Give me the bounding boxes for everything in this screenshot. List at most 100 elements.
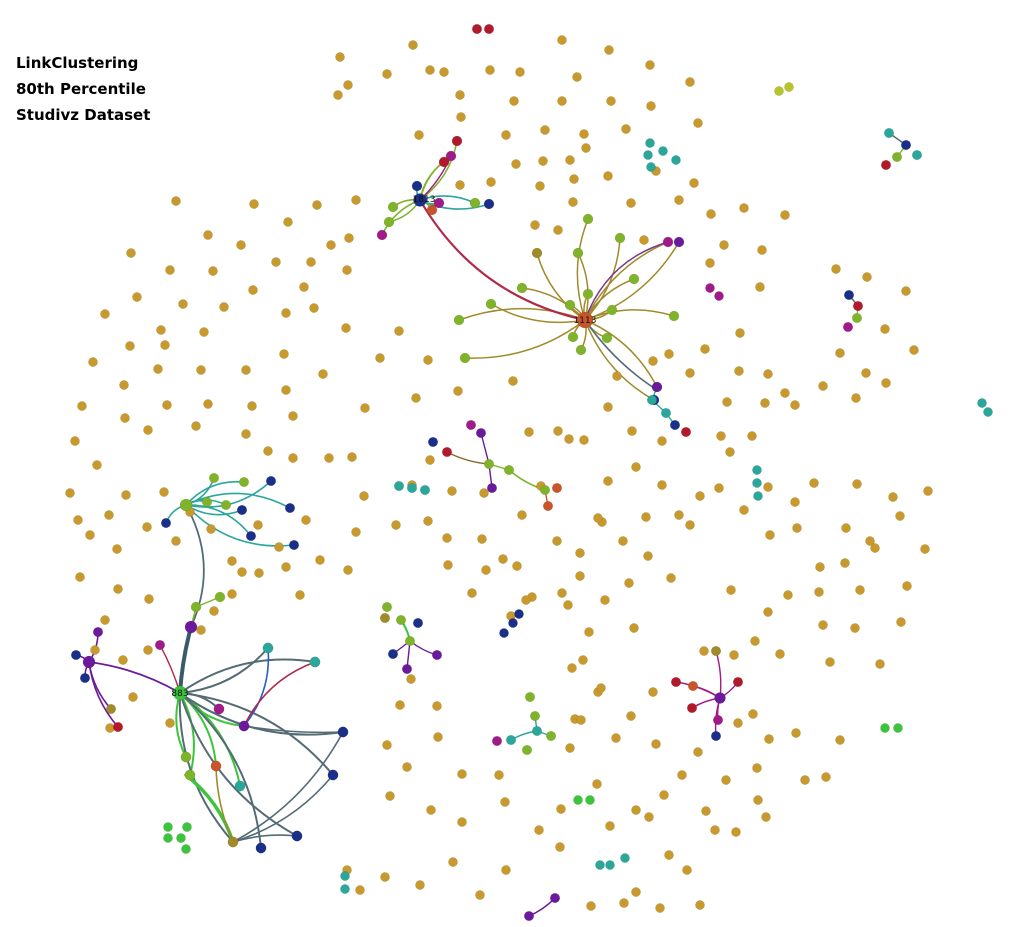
cluster-node bbox=[105, 703, 117, 715]
isolated-node bbox=[191, 421, 201, 431]
cluster-node bbox=[784, 82, 794, 92]
isolated-node bbox=[902, 581, 912, 591]
isolated-node bbox=[581, 143, 591, 153]
isolated-node bbox=[733, 718, 743, 728]
isolated-node bbox=[624, 578, 634, 588]
isolated-node bbox=[359, 491, 369, 501]
cluster-node bbox=[842, 321, 854, 333]
cluster-node bbox=[658, 146, 668, 156]
isolated-node bbox=[604, 45, 614, 55]
isolated-node bbox=[121, 490, 131, 500]
isolated-node bbox=[343, 80, 353, 90]
isolated-node bbox=[236, 240, 246, 250]
isolated-node bbox=[196, 625, 206, 635]
isolated-node bbox=[655, 903, 665, 913]
isolated-node bbox=[739, 505, 749, 515]
isolated-node bbox=[564, 434, 574, 444]
isolated-node bbox=[453, 386, 463, 396]
cluster-node bbox=[340, 884, 350, 894]
isolated-node bbox=[674, 195, 684, 205]
isolated-node bbox=[657, 436, 667, 446]
graph-edge bbox=[179, 692, 298, 837]
isolated-node bbox=[306, 257, 316, 267]
isolated-node bbox=[447, 486, 457, 496]
isolated-node bbox=[631, 805, 641, 815]
isolated-node bbox=[283, 217, 293, 227]
isolated-node bbox=[355, 885, 365, 895]
isolated-node bbox=[579, 435, 589, 445]
isolated-node bbox=[100, 309, 110, 319]
cluster-node bbox=[291, 830, 303, 842]
isolated-node bbox=[783, 590, 793, 600]
isolated-node bbox=[909, 345, 919, 355]
cluster-node bbox=[214, 591, 226, 603]
isolated-node bbox=[923, 486, 933, 496]
cluster-node bbox=[573, 795, 583, 805]
cluster-node bbox=[582, 213, 594, 225]
graph-edge bbox=[577, 252, 589, 321]
cluster-node bbox=[387, 201, 399, 213]
cluster-node bbox=[184, 769, 196, 781]
isolated-node bbox=[253, 520, 263, 530]
isolated-node bbox=[815, 562, 825, 572]
cluster-node bbox=[471, 23, 483, 35]
isolated-node bbox=[790, 497, 800, 507]
isolated-node bbox=[402, 762, 412, 772]
cluster-node bbox=[483, 23, 495, 35]
cluster-node bbox=[475, 427, 487, 439]
isolated-node bbox=[309, 303, 319, 313]
cluster-node bbox=[687, 680, 699, 692]
isolated-node bbox=[494, 770, 504, 780]
cluster-node bbox=[383, 216, 395, 228]
isolated-node bbox=[626, 198, 636, 208]
isolated-node bbox=[425, 65, 435, 75]
isolated-node bbox=[511, 159, 521, 169]
graph-edge bbox=[232, 774, 334, 843]
isolated-node bbox=[851, 393, 861, 403]
cluster-node bbox=[236, 504, 248, 516]
cluster-node bbox=[180, 751, 192, 763]
cluster-node bbox=[309, 656, 321, 668]
isolated-node bbox=[752, 763, 762, 773]
isolated-node bbox=[552, 536, 562, 546]
isolated-node bbox=[664, 349, 674, 359]
isolated-node bbox=[481, 565, 491, 575]
hub-node bbox=[576, 311, 594, 329]
isolated-node bbox=[555, 842, 565, 852]
isolated-node bbox=[841, 523, 851, 533]
isolated-node bbox=[347, 452, 357, 462]
cluster-node bbox=[503, 464, 515, 476]
cluster-node bbox=[376, 229, 388, 241]
isolated-node bbox=[641, 512, 651, 522]
isolated-node bbox=[695, 900, 705, 910]
isolated-node bbox=[850, 623, 860, 633]
isolated-node bbox=[780, 388, 790, 398]
isolated-node bbox=[763, 607, 773, 617]
cluster-node bbox=[567, 331, 579, 343]
isolated-node bbox=[160, 340, 170, 350]
isolated-node bbox=[710, 825, 720, 835]
isolated-node bbox=[156, 325, 166, 335]
cluster-node bbox=[680, 426, 692, 438]
cluster-node bbox=[406, 482, 418, 494]
cluster-node bbox=[643, 150, 653, 160]
isolated-node bbox=[455, 90, 465, 100]
isolated-node bbox=[881, 378, 891, 388]
cluster-node bbox=[337, 726, 349, 738]
cluster-node bbox=[660, 407, 672, 419]
cluster-node bbox=[469, 197, 481, 209]
cluster-node bbox=[891, 151, 903, 163]
isolated-node bbox=[162, 400, 172, 410]
isolated-node bbox=[432, 701, 442, 711]
graph-edge bbox=[232, 834, 298, 843]
graph-edge bbox=[418, 198, 587, 322]
isolated-node bbox=[809, 478, 819, 488]
isolated-node bbox=[119, 380, 129, 390]
cluster-node bbox=[284, 502, 296, 514]
isolated-node bbox=[467, 588, 477, 598]
isolated-node bbox=[814, 587, 824, 597]
isolated-node bbox=[263, 446, 273, 456]
cluster-node bbox=[514, 609, 524, 619]
cluster-node bbox=[620, 853, 630, 863]
isolated-node bbox=[512, 561, 522, 571]
